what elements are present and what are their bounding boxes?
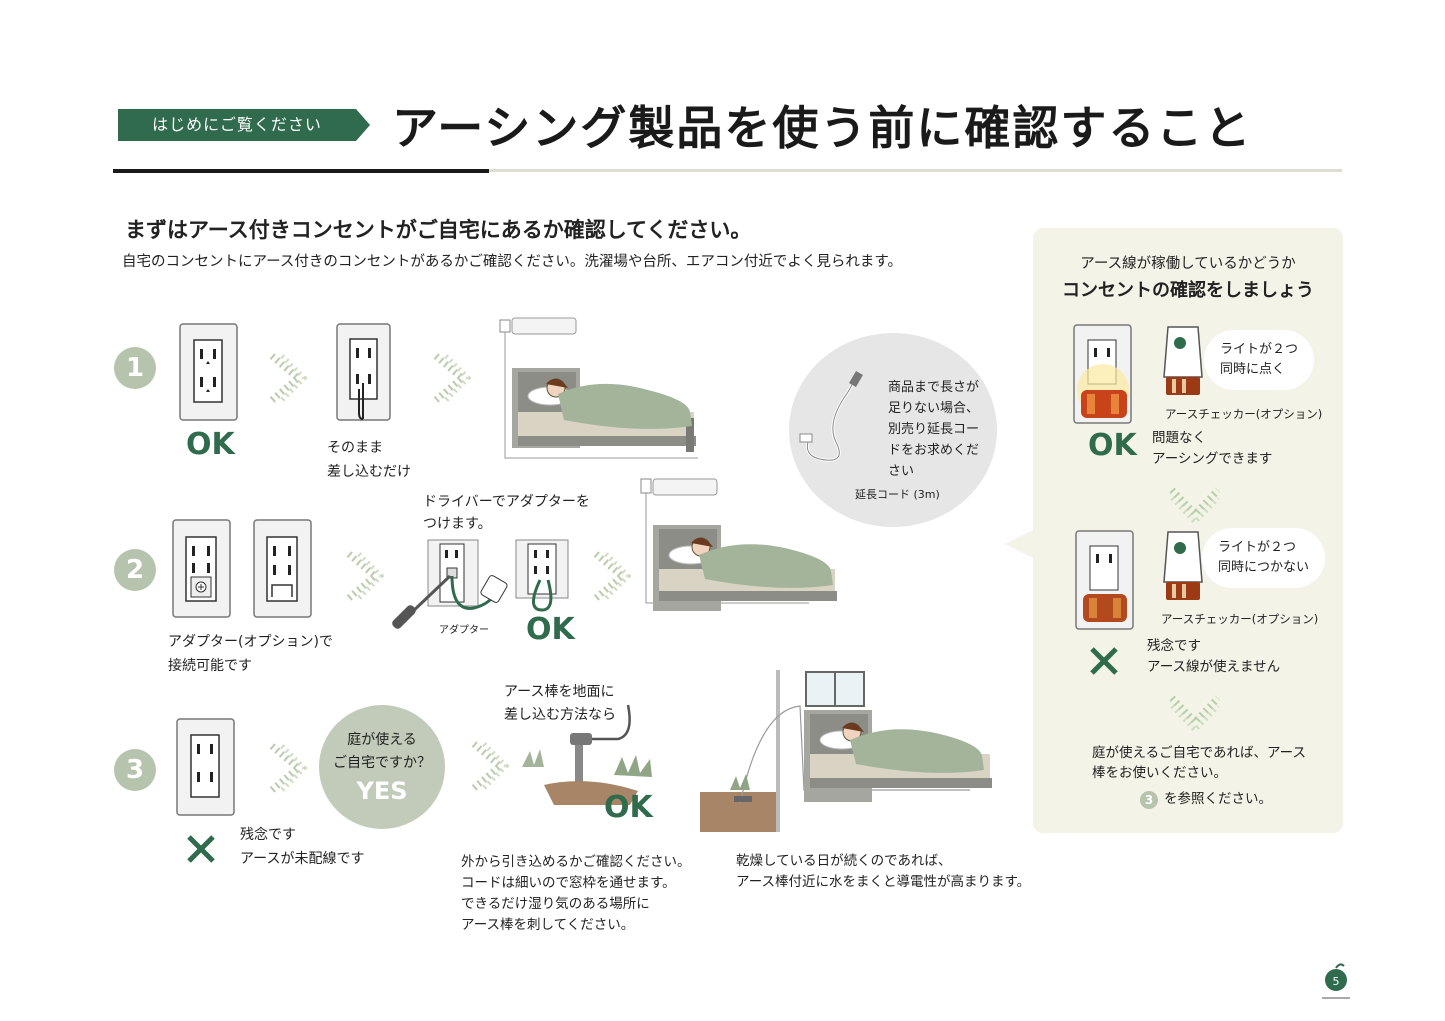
- chevron-right-icon: [433, 353, 472, 403]
- grounded-outlet-icon: [179, 323, 238, 421]
- ok-bubble-line2: 同時に点く: [1220, 362, 1286, 377]
- cord-text-line2: 足りない場合、: [888, 401, 980, 416]
- chevron-down-icon: [1169, 487, 1221, 526]
- outdoor-text-line1: 外から引き込めるかご確認ください。: [461, 854, 691, 870]
- ng-result-line1: 残念です: [1147, 638, 1201, 654]
- intro-tag-arrow: [356, 109, 370, 141]
- chevron-right-icon: [471, 741, 510, 791]
- intro-tag: はじめにご覧ください: [118, 109, 356, 141]
- cord-text-line1: 商品まで長さが: [888, 380, 980, 395]
- page-title: アーシング製品を使う前に確認すること: [392, 101, 1253, 155]
- dry-text-line1: 乾燥している日が続くのであれば、: [736, 853, 952, 869]
- chevron-right-icon: [269, 743, 308, 793]
- dry-text-line2: アース棒付近に水をまくと導電性が高まります。: [736, 874, 1031, 890]
- outlet-with-adapter-icon: [253, 519, 312, 618]
- panel-footer-ref-badge: 3: [1140, 791, 1158, 809]
- panel-footer-ref-text: を参照ください。: [1164, 791, 1272, 807]
- panel-footer-line2: 棒をお使いください。: [1092, 765, 1227, 781]
- panel-intro: アース線が稼働しているかどうか: [1080, 256, 1296, 272]
- outlet-checker-unlit-icon: [1075, 530, 1134, 630]
- outdoor-rod-bedroom-illustration: [700, 670, 992, 832]
- outlet-checker-lit-icon: [1073, 324, 1132, 424]
- cord-text-line3: 別売り延長コー: [888, 422, 980, 437]
- ng-bubble: ライトが２つ 同時につかない: [1202, 528, 1326, 588]
- outdoor-text-line3: できるだけ湿り気のある場所に: [461, 896, 650, 912]
- ng-bubble-line2: 同時につかない: [1218, 560, 1310, 575]
- rod-text-line1: アース棒を地面に: [504, 684, 615, 700]
- ok-checker-label: アースチェッカー(オプション): [1165, 407, 1323, 421]
- garden-question-circle: 庭が使える ご自宅ですか？ YES: [319, 705, 445, 829]
- ok-bubble-line1: ライトが２つ: [1220, 342, 1299, 357]
- adapter-plugged-illustration: [515, 539, 569, 612]
- step-2-driver-line1: ドライバーでアダプターを: [423, 494, 590, 510]
- garden-question-line2: ご自宅ですか？: [333, 755, 431, 771]
- ng-checker-label: アースチェッカー(オプション): [1161, 612, 1319, 626]
- step-1-note-line1: そのまま: [327, 440, 383, 456]
- svg-text:5: 5: [1333, 975, 1340, 988]
- cord-text-line4: ドをお求めくだ: [888, 443, 980, 458]
- brand-logo: 5: [1322, 963, 1350, 999]
- garden-answer: YES: [356, 777, 408, 805]
- ungrounded-outlet-icon: [176, 718, 235, 816]
- step-2-note-line1: アダプター(オプション)で: [168, 634, 333, 650]
- step-1-note-line2: 差し込むだけ: [327, 464, 411, 480]
- extension-cord-icon: [799, 370, 863, 462]
- title-underline-dark: [113, 169, 489, 173]
- bed-with-sleeper-illustration: [640, 478, 837, 611]
- step-2-note-line2: 接続可能です: [168, 658, 252, 674]
- ng-result-line2: アース線が使えません: [1147, 659, 1281, 675]
- ok-result-line2: アーシングできます: [1152, 451, 1273, 467]
- outdoor-text-line2: コードは細いので窓枠を通せます。: [461, 875, 676, 891]
- panel-pointer: [1005, 530, 1033, 558]
- step-2-ok: OK: [526, 612, 575, 647]
- intro-text: 自宅のコンセントにアース付きのコンセントがあるかご確認ください。洗濯場や台所、エ…: [122, 254, 902, 270]
- step-3-number: 3: [114, 749, 156, 791]
- extension-cord-callout: [789, 333, 997, 527]
- cross-icon: [187, 835, 215, 863]
- adapter-label: アダプター: [439, 625, 489, 636]
- plugged-outlet-icon: [336, 323, 391, 421]
- title-underline-light: [489, 169, 1342, 172]
- chevron-right-icon: [346, 551, 385, 601]
- garden-question-line1: 庭が使える: [347, 732, 417, 748]
- step-1-ok: OK: [186, 427, 235, 462]
- earth-checker-icon: [1163, 531, 1203, 600]
- ng-bubble-line1: ライトが２つ: [1218, 540, 1297, 555]
- intro-heading: まずはアース付きコンセントがご自宅にあるか確認してください。: [125, 218, 752, 242]
- step-2-driver-line2: つけます。: [423, 516, 492, 532]
- outlet-with-screw-icon: [172, 519, 231, 618]
- chevron-right-icon: [269, 353, 308, 403]
- rod-text-line2: 差し込む方法なら: [504, 707, 616, 723]
- panel-heading: コンセントの確認をしましょう: [1062, 280, 1314, 301]
- bed-with-sleeper-illustration: [499, 317, 698, 459]
- cross-icon: [1090, 647, 1118, 675]
- outdoor-text-line4: アース棒を刺してください。: [461, 917, 635, 933]
- chevron-down-icon: [1169, 695, 1221, 734]
- cord-label: 延長コード (3m): [855, 488, 940, 501]
- earth-rod-illustration: [522, 704, 652, 805]
- panel-ok: OK: [1088, 428, 1137, 463]
- panel-footer-line1: 庭が使えるご自宅であれば、アース: [1092, 745, 1306, 761]
- ok-bubble: ライトが２つ 同時に点く: [1204, 330, 1315, 390]
- step-3-ok: OK: [604, 790, 653, 825]
- step-3-note-line2: アースが未配線です: [240, 851, 365, 867]
- screwdriver-adapter-illustration: [392, 539, 508, 629]
- step-1-number: 1: [114, 347, 156, 389]
- chevron-right-icon: [593, 551, 632, 601]
- step-2-number: 2: [114, 549, 156, 591]
- cord-text-line5: さい: [888, 464, 915, 479]
- step-3-note-line1: 残念です: [240, 827, 296, 843]
- ok-result-line1: 問題なく: [1152, 430, 1206, 446]
- earth-checker-icon: [1163, 326, 1203, 395]
